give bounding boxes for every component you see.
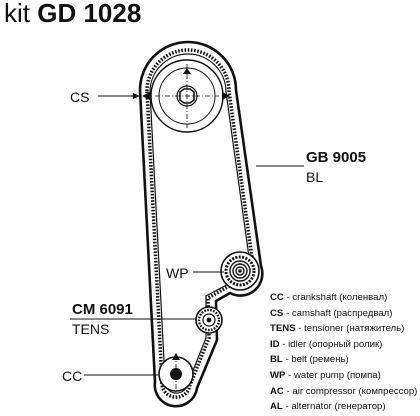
cs-label: CS <box>70 89 90 105</box>
tensioner-pulley <box>195 306 223 334</box>
kit-prefix: kit <box>4 0 30 28</box>
kit-code: GD 1028 <box>37 0 142 28</box>
belt-type-label: BL <box>306 169 324 185</box>
legend-row-bl: BL - belt (ремень) <box>270 354 349 366</box>
legend-row-id: ID - idler (опорный ролик) <box>270 338 383 350</box>
tensioner-type-label: TENS <box>72 321 110 337</box>
legend-row-cc: CC - crankshaft (коленвал) <box>270 292 388 303</box>
belt-outer <box>138 40 264 408</box>
legend-row-tens: TENS - tensioner (натяжитель) <box>270 323 405 335</box>
wp-label: WP <box>166 265 189 281</box>
crankshaft-pulley <box>158 353 194 394</box>
legend-row-wp: WP - water pump (помпа) <box>270 369 381 381</box>
legend-row-cs: CS - camshaft (распредвал) <box>270 307 393 319</box>
kit-title: kit GD 1028 <box>4 0 141 28</box>
belt-code-label: GB 9005 <box>306 149 367 166</box>
legend-row-ac: AC - air compressor (компрессор) <box>270 385 418 397</box>
tensioner-code-label: CM 6091 <box>72 301 133 318</box>
legend-row-al: AL - alternator (генератор) <box>270 401 386 413</box>
camshaft-pulley <box>142 59 230 133</box>
water-pump-pulley <box>220 251 260 291</box>
legend: CC - crankshaft (коленвал) CS - camshaft… <box>270 290 417 415</box>
cc-label: CC <box>62 368 83 384</box>
